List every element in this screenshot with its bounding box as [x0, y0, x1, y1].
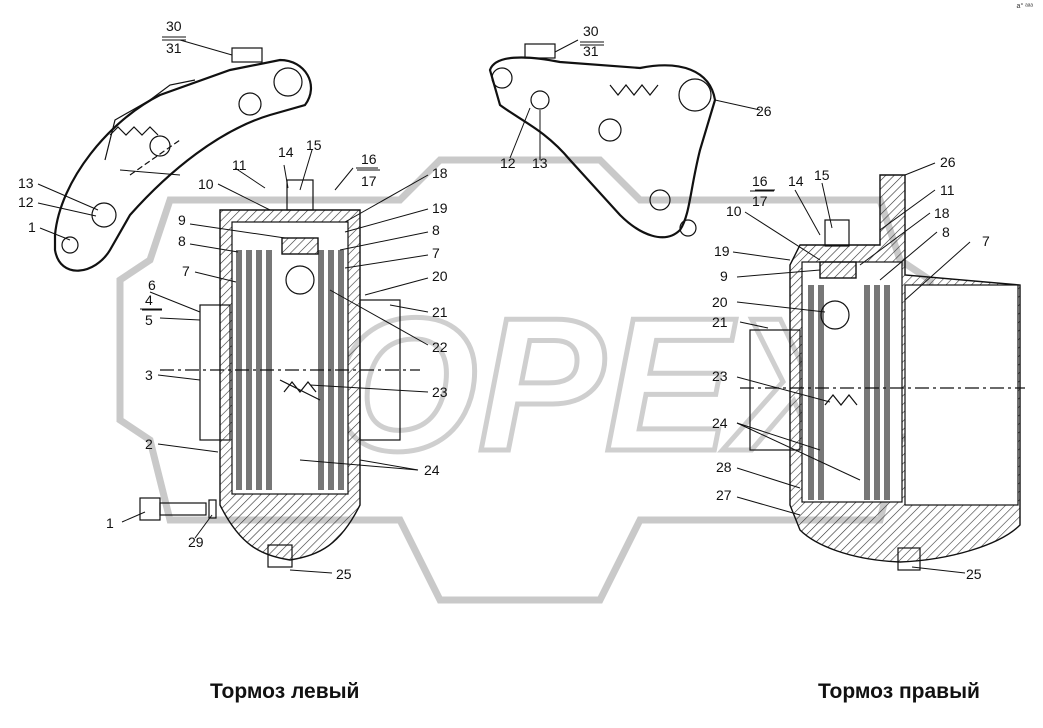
right-discs — [808, 285, 890, 500]
caption-left-brake: Тормоз левый — [210, 680, 360, 703]
watermark-gear: OPEX — [116, 156, 934, 604]
label-23-left: 23 — [432, 384, 448, 400]
fraction-bars — [142, 36, 774, 311]
label-30-right: 30 — [583, 23, 599, 39]
label-16-right: 16 — [752, 173, 768, 189]
label-8-right: 8 — [942, 224, 950, 240]
right-brake — [488, 43, 1025, 571]
label-8b-left: 8 — [432, 222, 440, 238]
label-12-right: 12 — [500, 155, 516, 171]
left-lever — [53, 58, 312, 272]
label-25-right: 25 — [966, 566, 982, 582]
label-8a-left: 8 — [178, 233, 186, 249]
watermark-text: OPEX — [330, 279, 868, 491]
label-12-left: 12 — [18, 194, 34, 210]
label-13-right: 13 — [532, 155, 548, 171]
label-27-right: 27 — [716, 487, 732, 503]
bolt-head — [139, 497, 161, 521]
left-brake — [53, 47, 420, 568]
label-11-right: 11 — [940, 182, 955, 198]
label-26a-right: 26 — [756, 103, 772, 119]
label-9-left: 9 — [178, 212, 186, 228]
label-7b-left: 7 — [432, 245, 440, 261]
label-13-left: 13 — [18, 175, 34, 191]
label-17-left: 17 — [361, 173, 377, 189]
label-31-left: 31 — [166, 40, 182, 56]
right-labels: 30 31 26 12 13 26 15 14 16 17 11 10 18 1… — [500, 23, 990, 582]
label-17-right: 17 — [752, 193, 768, 209]
label-20-right: 20 — [712, 294, 728, 310]
label-23-right: 23 — [712, 368, 728, 384]
label-20-left: 20 — [432, 268, 448, 284]
label-14-left: 14 — [278, 144, 294, 160]
leader-lines — [37, 39, 971, 574]
label-21-right: 21 — [712, 314, 728, 330]
label-10-left: 10 — [198, 176, 214, 192]
label-9-right: 9 — [720, 268, 728, 284]
label-14-right: 14 — [788, 173, 804, 189]
label-29-left: 29 — [188, 534, 204, 550]
label-1a-left: 1 — [28, 219, 36, 235]
label-16-left: 16 — [361, 151, 377, 167]
right-lever — [488, 56, 717, 239]
label-1b-left: 1 — [106, 515, 114, 531]
label-7-left: 7 — [182, 263, 190, 279]
label-24-right: 24 — [712, 415, 728, 431]
label-11-left: 11 — [232, 157, 247, 173]
label-19-left: 19 — [432, 200, 448, 216]
label-3-left: 3 — [145, 367, 153, 383]
label-15-right: 15 — [814, 167, 830, 183]
label-5-left: 5 — [145, 312, 153, 328]
label-2-left: 2 — [145, 436, 153, 452]
caption-right-brake: Тормоз правый — [818, 680, 980, 703]
label-22-left: 22 — [432, 339, 448, 355]
label-10-right: 10 — [726, 203, 742, 219]
label-4-left: 4 — [145, 292, 153, 308]
label-7-right: 7 — [982, 233, 990, 249]
label-24-left: 24 — [424, 462, 440, 478]
label-21-left: 21 — [432, 304, 448, 320]
label-28-right: 28 — [716, 459, 732, 475]
label-25-left: 25 — [336, 566, 352, 582]
label-31-right: 31 — [583, 43, 599, 59]
label-18-right: 18 — [934, 205, 950, 221]
label-19-right: 19 — [714, 243, 730, 259]
label-15-left: 15 — [306, 137, 322, 153]
label-26b-right: 26 — [940, 154, 956, 170]
label-18-left: 18 — [432, 165, 448, 181]
label-6-left: 6 — [148, 277, 156, 293]
left-labels: 30 31 13 12 1 10 11 14 15 16 17 18 19 9 … — [18, 18, 448, 582]
corner-mark: a° ᵃᵃᵃ — [1016, 3, 1033, 10]
label-30-left: 30 — [166, 18, 182, 34]
